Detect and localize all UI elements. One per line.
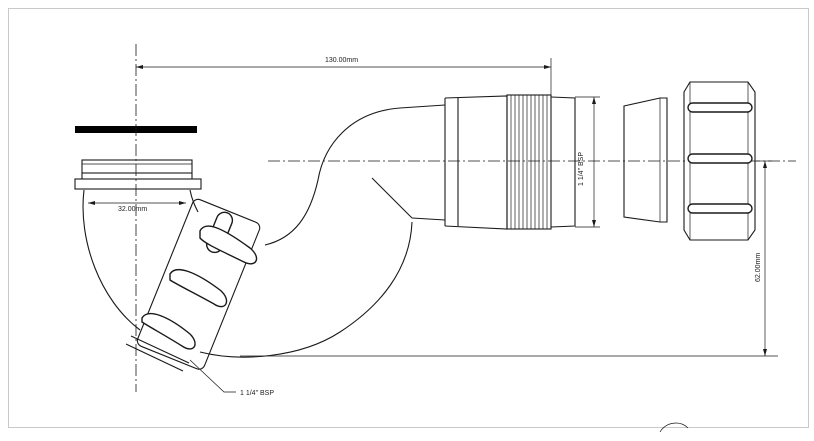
overall-length-dimension: 130.00mm	[136, 57, 552, 97]
inlet-thread-label: 1 1/4" BSP	[240, 390, 274, 397]
inlet-thread-callout: 1 1/4" BSP	[189, 359, 274, 397]
height-dimension: 62.00mm	[240, 160, 778, 357]
outlet-body	[444, 95, 508, 230]
height-label: 62.00mm	[755, 253, 762, 282]
drawing-border	[8, 8, 809, 428]
inlet-fitting	[74, 159, 202, 190]
inlet-width-dimension: 32.00mm	[88, 201, 186, 213]
inlet-union-nut-slots	[125, 225, 258, 372]
outlet-union-nut	[683, 81, 756, 241]
trap-body	[82, 104, 446, 358]
outlet-thread-label: 1 1/4" BSP	[578, 152, 585, 186]
inlet-width-label: 32.00mm	[118, 206, 147, 213]
outlet-olive	[623, 97, 668, 223]
overall-length-label: 130.00mm	[325, 57, 358, 64]
outlet-thread	[506, 94, 576, 230]
outlet-thread-dimension: 1 1/4" BSP	[575, 96, 600, 228]
bottom-edge-mark	[659, 422, 689, 433]
